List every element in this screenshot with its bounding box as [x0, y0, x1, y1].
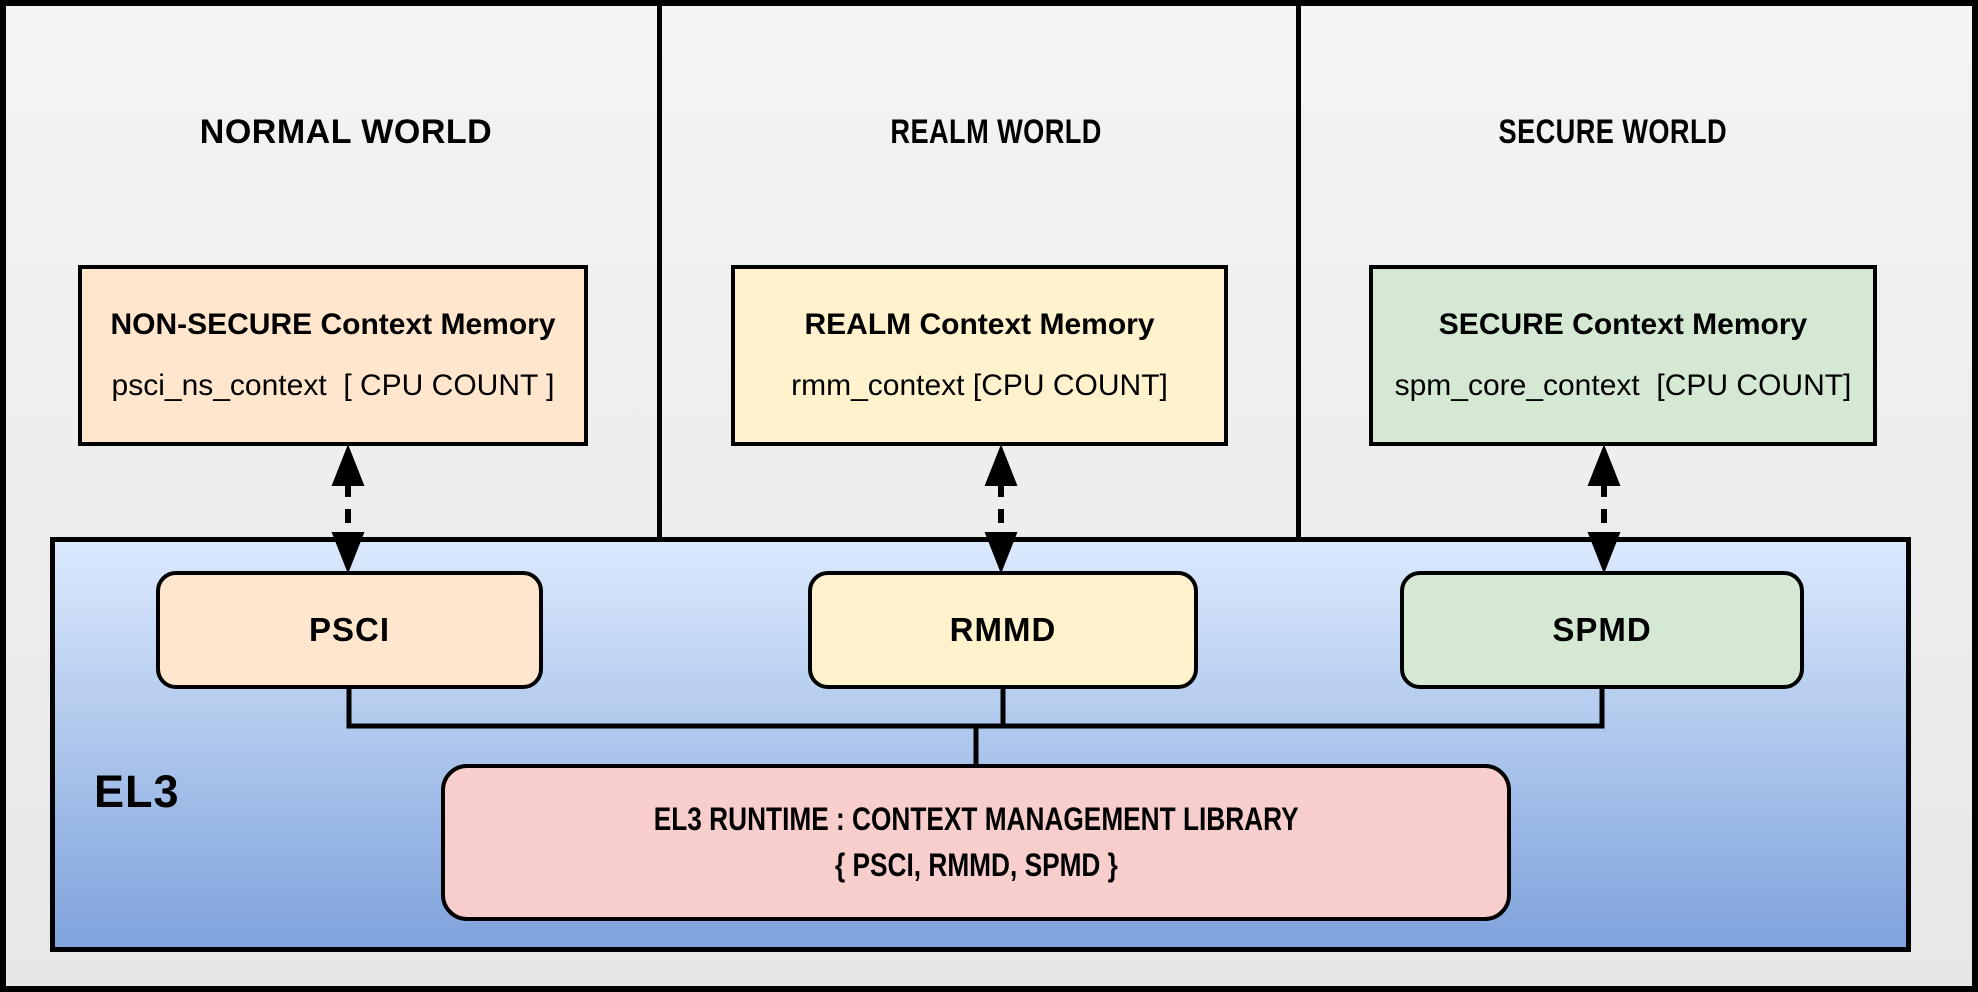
realm-world-title-text: REALM WORLD — [890, 112, 1102, 151]
realm-world-title: REALM WORLD — [676, 109, 1316, 155]
panel-divider-1 — [657, 6, 662, 542]
realm-context-memory-title: REALM Context Memory — [804, 308, 1155, 341]
non-secure-context-memory-box: NON-SECURE Context Memory psci_ns_contex… — [78, 265, 588, 446]
secure-world-title-text: SECURE WORLD — [1498, 112, 1728, 151]
psci-node-label: PSCI — [308, 611, 391, 648]
panel-divider-2 — [1296, 6, 1301, 542]
realm-context-memory-box: REALM Context Memory rmm_context [CPU CO… — [731, 265, 1228, 446]
realm-context-memory-detail: rmm_context [CPU COUNT] — [791, 369, 1168, 402]
el3-runtime-box: EL3 RUNTIME : CONTEXT MANAGEMENT LIBRARY… — [441, 764, 1511, 921]
non-secure-context-memory-title: NON-SECURE Context Memory — [110, 308, 556, 341]
normal-world-title: NORMAL WORLD — [26, 109, 666, 155]
spmd-node: SPMD — [1400, 571, 1804, 689]
spmd-node-label: SPMD — [1552, 611, 1652, 648]
normal-world-title-text: NORMAL WORLD — [199, 112, 493, 151]
secure-context-memory-title: SECURE Context Memory — [1438, 308, 1808, 341]
rmmd-node-label: RMMD — [949, 611, 1057, 648]
el3-runtime-line2: { PSCI, RMMD, SPMD } — [834, 847, 1118, 883]
el3-runtime-line1: EL3 RUNTIME : CONTEXT MANAGEMENT LIBRARY — [653, 801, 1299, 837]
el3-label: EL3 — [94, 766, 180, 817]
secure-world-title: SECURE WORLD — [1293, 109, 1933, 155]
secure-context-memory-box: SECURE Context Memory spm_core_context [… — [1369, 265, 1877, 446]
psci-node: PSCI — [156, 571, 543, 689]
secure-context-memory-detail: spm_core_context [CPU COUNT] — [1394, 369, 1852, 402]
non-secure-context-memory-detail: psci_ns_context [ CPU COUNT ] — [111, 369, 555, 402]
rmmd-node: RMMD — [808, 571, 1198, 689]
